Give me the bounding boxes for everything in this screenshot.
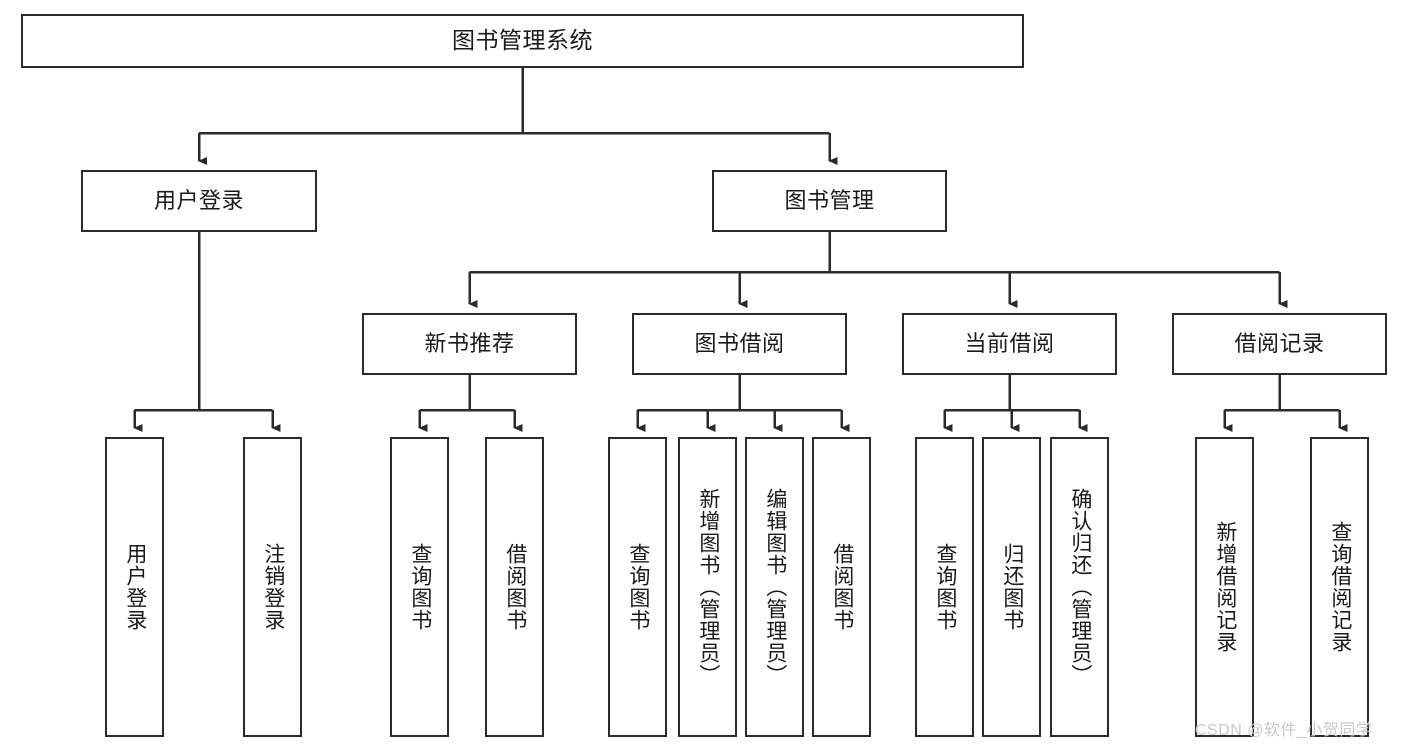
node-book-manage[interactable]: 图书管理	[712, 170, 947, 232]
node-leaf-borrow-book-1[interactable]: 借阅图书	[485, 437, 544, 737]
node-root[interactable]: 图书管理系统	[21, 14, 1024, 68]
node-label: 新增借阅记录	[1213, 521, 1237, 653]
node-label: 用户登录	[123, 543, 147, 631]
node-label: 新书推荐	[424, 331, 515, 357]
node-leaf-edit-book[interactable]: 编辑图书（管理员）	[745, 437, 804, 737]
node-user-login[interactable]: 用户登录	[81, 170, 317, 232]
watermark: CSDN @软件_小贺同学	[1195, 722, 1373, 739]
node-leaf-query-book-1[interactable]: 查询图书	[390, 437, 449, 737]
node-label: 借阅图书	[503, 543, 527, 631]
node-label: 图书管理系统	[452, 27, 593, 54]
node-label: 查询图书	[626, 543, 650, 631]
node-label: 查询图书	[933, 543, 957, 631]
node-label: 借阅图书	[830, 543, 854, 631]
node-label: 确认归还（管理员）	[1068, 488, 1092, 686]
node-leaf-user-login[interactable]: 用户登录	[105, 437, 164, 737]
node-borrow-record[interactable]: 借阅记录	[1172, 313, 1387, 375]
node-label: 图书管理	[784, 188, 875, 214]
node-leaf-query-book-2[interactable]: 查询图书	[608, 437, 667, 737]
node-label: 借阅记录	[1234, 331, 1325, 357]
node-leaf-query-record[interactable]: 查询借阅记录	[1310, 437, 1369, 737]
node-label: 查询图书	[408, 543, 432, 631]
node-leaf-confirm-return[interactable]: 确认归还（管理员）	[1050, 437, 1109, 737]
node-label: 归还图书	[1000, 543, 1024, 631]
node-label: 图书借阅	[694, 331, 785, 357]
node-label: 编辑图书（管理员）	[763, 488, 787, 686]
node-current-borrow[interactable]: 当前借阅	[902, 313, 1117, 375]
node-leaf-borrow-book-2[interactable]: 借阅图书	[812, 437, 871, 737]
node-label: 当前借阅	[964, 331, 1055, 357]
node-label: 用户登录	[153, 188, 244, 214]
node-leaf-add-record[interactable]: 新增借阅记录	[1195, 437, 1254, 737]
node-leaf-return-book[interactable]: 归还图书	[982, 437, 1041, 737]
node-label: 注销登录	[261, 543, 285, 631]
node-new-book-rec[interactable]: 新书推荐	[362, 313, 577, 375]
node-label: 查询借阅记录	[1328, 521, 1352, 653]
node-leaf-query-book-3[interactable]: 查询图书	[915, 437, 974, 737]
node-label: 新增图书（管理员）	[696, 488, 720, 686]
node-book-borrow[interactable]: 图书借阅	[632, 313, 847, 375]
node-leaf-logout[interactable]: 注销登录	[243, 437, 302, 737]
node-leaf-add-book[interactable]: 新增图书（管理员）	[678, 437, 737, 737]
